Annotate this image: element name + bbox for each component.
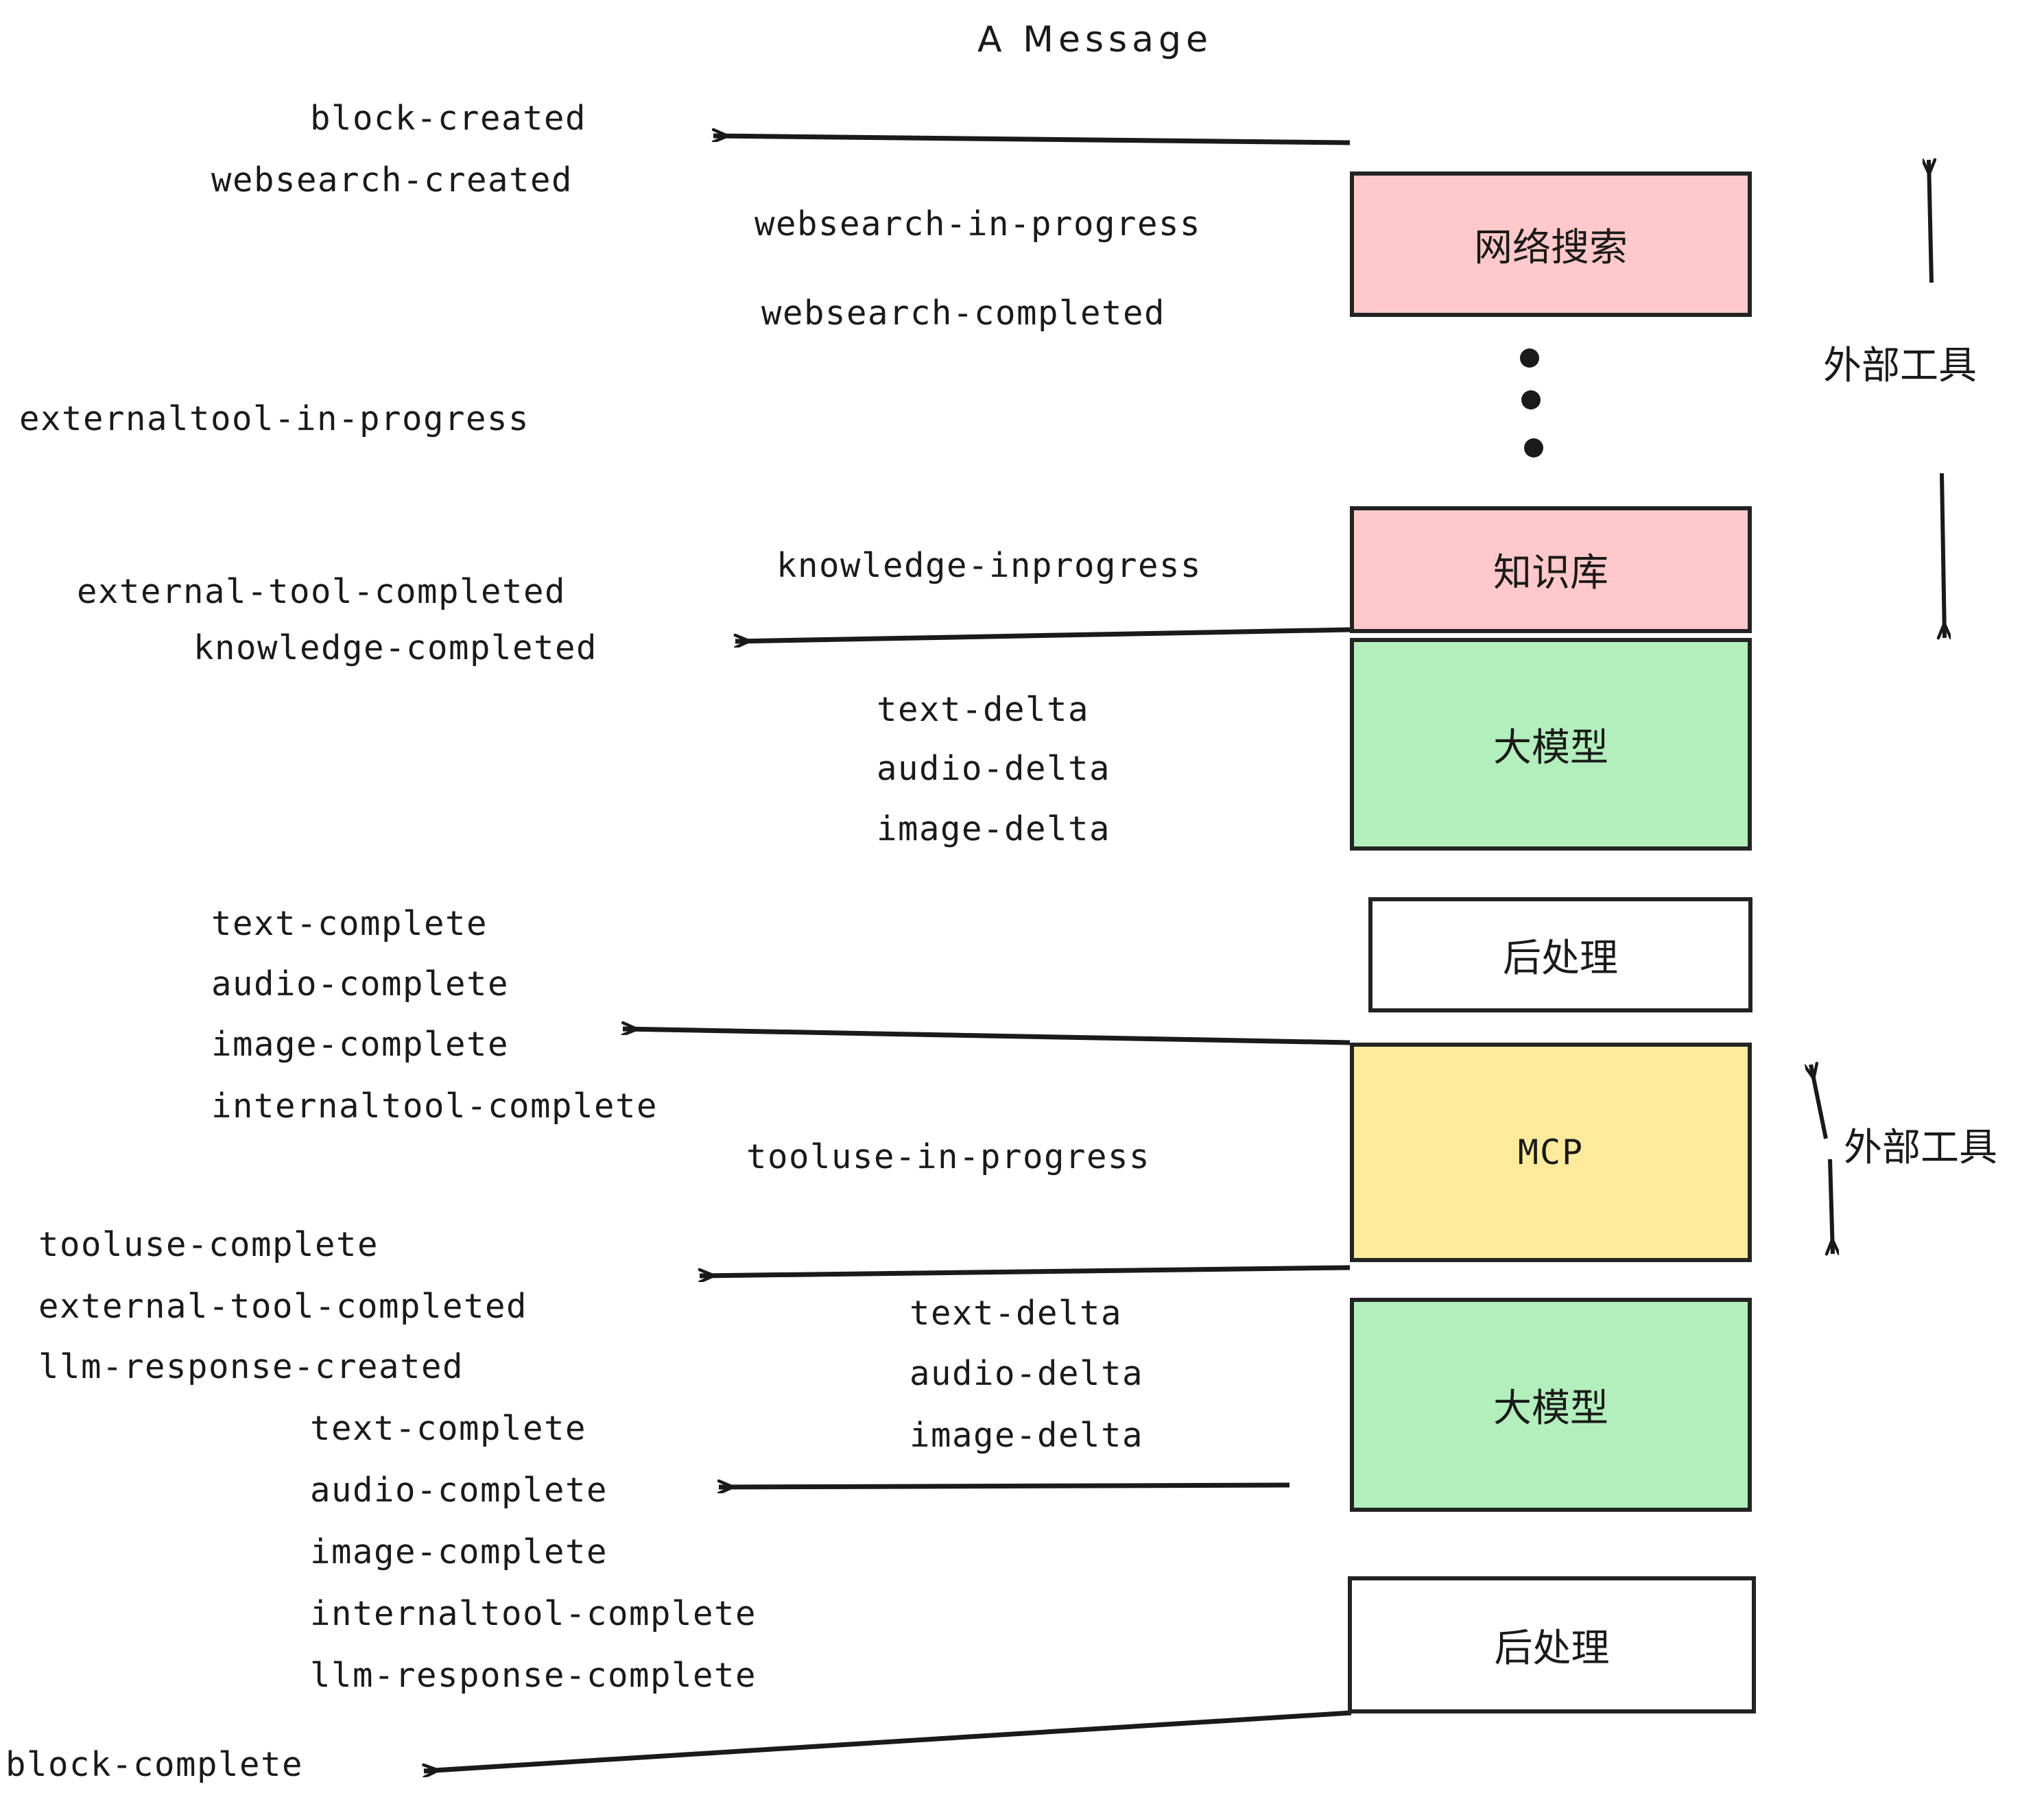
event-knowledge-completed: knowledge-completed [193, 628, 598, 667]
event-block-created: block-created [310, 99, 587, 138]
event-knowledge-inprogress: knowledge-inprogress [776, 546, 1202, 585]
event-internaltool-complete-1: internaltool-complete [211, 1087, 658, 1126]
event-image-complete-1: image-complete [211, 1025, 510, 1064]
page-title: A Message [977, 19, 1213, 60]
event-external-tool-completed-1: external-tool-completed [77, 572, 567, 611]
ellipsis-dot-1 [1520, 348, 1539, 368]
event-llm-response-complete: llm-response-complete [310, 1656, 757, 1695]
arrow-external-tool-top-up [1929, 160, 1932, 283]
arrow-block-complete [424, 1710, 1352, 1771]
event-tooluse-complete: tooluse-complete [38, 1225, 379, 1264]
node-postprocess-1[interactable]: 后处理 [1368, 897, 1752, 1012]
event-websearch-in-progress: websearch-in-progress [754, 204, 1202, 244]
node-postprocess-2[interactable]: 后处理 [1348, 1576, 1756, 1713]
event-audio-delta-2: audio-delta [910, 1354, 1144, 1393]
event-block-complete: block-complete [5, 1745, 304, 1784]
node-postprocess-2-label: 后处理 [1494, 1626, 1610, 1671]
node-mcp[interactable]: MCP [1350, 1043, 1752, 1262]
event-audio-complete-2: audio-complete [310, 1471, 608, 1510]
event-image-delta-2: image-delta [910, 1416, 1144, 1455]
node-llm-1-label: 大模型 [1493, 725, 1608, 770]
arrow-external-tool-top-down [1942, 473, 1945, 638]
event-text-delta-1: text-delta [877, 690, 1090, 729]
arrow-tooluse-complete [700, 1265, 1351, 1276]
event-text-complete-1: text-complete [211, 904, 488, 943]
event-tooluse-in-progress: tooluse-in-progress [746, 1137, 1151, 1176]
arrow-image-complete [623, 1029, 1351, 1045]
node-postprocess-1-label: 后处理 [1503, 936, 1618, 981]
ellipsis-dot-2 [1521, 390, 1541, 410]
event-text-delta-2: text-delta [910, 1294, 1123, 1333]
event-websearch-completed: websearch-completed [761, 294, 1166, 333]
node-knowledge-label: 知识库 [1493, 551, 1608, 595]
node-mcp-label: MCP [1517, 1132, 1584, 1172]
event-websearch-created: websearch-created [211, 161, 573, 200]
event-audio-delta-1: audio-delta [877, 749, 1111, 788]
event-audio-complete-1: audio-complete [211, 964, 510, 1004]
side-label-external-tool-bottom: 外部工具 [1844, 1126, 1997, 1170]
event-llm-response-created: llm-response-created [38, 1347, 464, 1386]
event-image-complete-2: image-complete [310, 1532, 608, 1571]
arrow-external-tool-bottom-up [1811, 1065, 1828, 1139]
event-external-tool-completed-2: external-tool-completed [38, 1287, 528, 1326]
event-image-delta-1: image-delta [877, 809, 1111, 848]
side-label-external-tool-top: 外部工具 [1823, 344, 1977, 388]
event-text-complete-2: text-complete [310, 1409, 587, 1448]
arrow-external-tool-bottom-down [1830, 1159, 1833, 1254]
ellipsis-dot-3 [1524, 438, 1543, 458]
arrow-knowledge-completed [735, 627, 1351, 641]
node-websearch-label: 网络搜索 [1474, 225, 1628, 270]
node-websearch[interactable]: 网络搜索 [1350, 171, 1752, 317]
event-externaltool-in-progress: externaltool-in-progress [19, 399, 530, 438]
node-llm-2[interactable]: 大模型 [1350, 1298, 1752, 1512]
arrow-block-created [713, 136, 1351, 145]
node-knowledge[interactable]: 知识库 [1350, 506, 1752, 633]
node-llm-2-label: 大模型 [1493, 1386, 1608, 1431]
event-internaltool-complete-2: internaltool-complete [310, 1594, 757, 1633]
arrow-audio-complete [719, 1485, 1290, 1487]
node-llm-1[interactable]: 大模型 [1350, 638, 1752, 851]
